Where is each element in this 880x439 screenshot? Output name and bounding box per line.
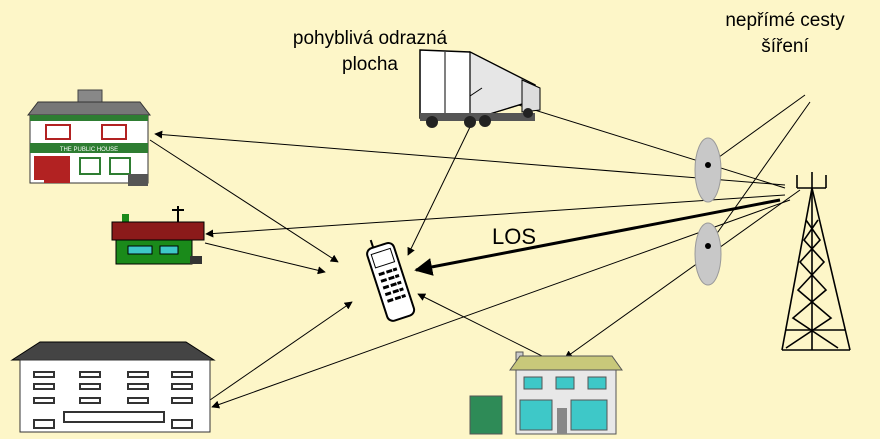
path-villa-to-phone — [418, 294, 560, 365]
transmitter-tower-icon — [782, 172, 850, 350]
path-house-to-phone — [205, 243, 325, 272]
indirect-pointer-2 — [708, 102, 810, 246]
moving-surface-label: pohyblivá odrazná plocha — [270, 26, 470, 78]
path-office-to-phone — [210, 302, 352, 400]
path-truck-to-phone — [408, 127, 470, 255]
los-label: LOS — [492, 224, 536, 250]
office-building-icon — [12, 342, 214, 432]
los-path — [416, 200, 780, 270]
reflector-lower — [695, 223, 721, 285]
path-tower-to-pub — [155, 134, 785, 185]
villa-house-icon — [470, 352, 622, 434]
pub-building-icon: THE PUBLIC HOUSE — [28, 90, 150, 186]
green-house-icon — [112, 206, 204, 264]
path-tower-to-villa — [565, 190, 800, 358]
mobile-phone-icon — [363, 234, 416, 323]
pub-sign: THE PUBLIC HOUSE — [60, 147, 118, 153]
indirect-paths-label: nepřímé cesty šíření — [710, 8, 860, 60]
reflector-upper — [695, 138, 721, 202]
